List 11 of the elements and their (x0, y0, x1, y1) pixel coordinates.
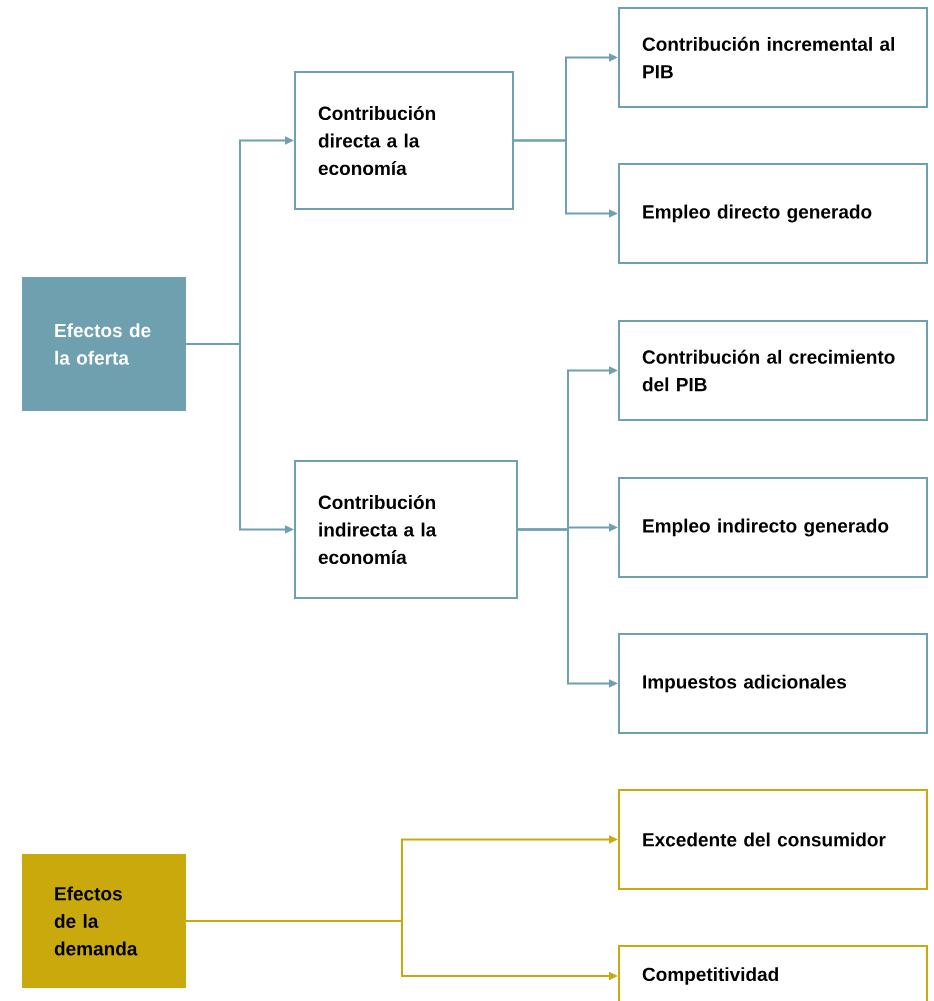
outcome-box: Empleo indirecto generado (618, 477, 928, 578)
outcome-box: Excedente del consumidor (618, 789, 928, 890)
outcome-box: Contribución al crecimiento del PIB (618, 320, 928, 421)
outcome-box: Impuestos adicionales (618, 633, 928, 734)
process-box: Contribución indirecta a la economía (294, 460, 518, 599)
category-box: Efectos de la oferta (22, 277, 186, 411)
outcome-box: Empleo directo generado (618, 163, 928, 264)
category-box: Efectos de la demanda (22, 854, 186, 988)
outcome-box: Competitividad (618, 945, 928, 1001)
process-box: Contribución directa a la economía (294, 71, 514, 210)
outcome-box: Contribución incremental al PIB (618, 7, 928, 108)
